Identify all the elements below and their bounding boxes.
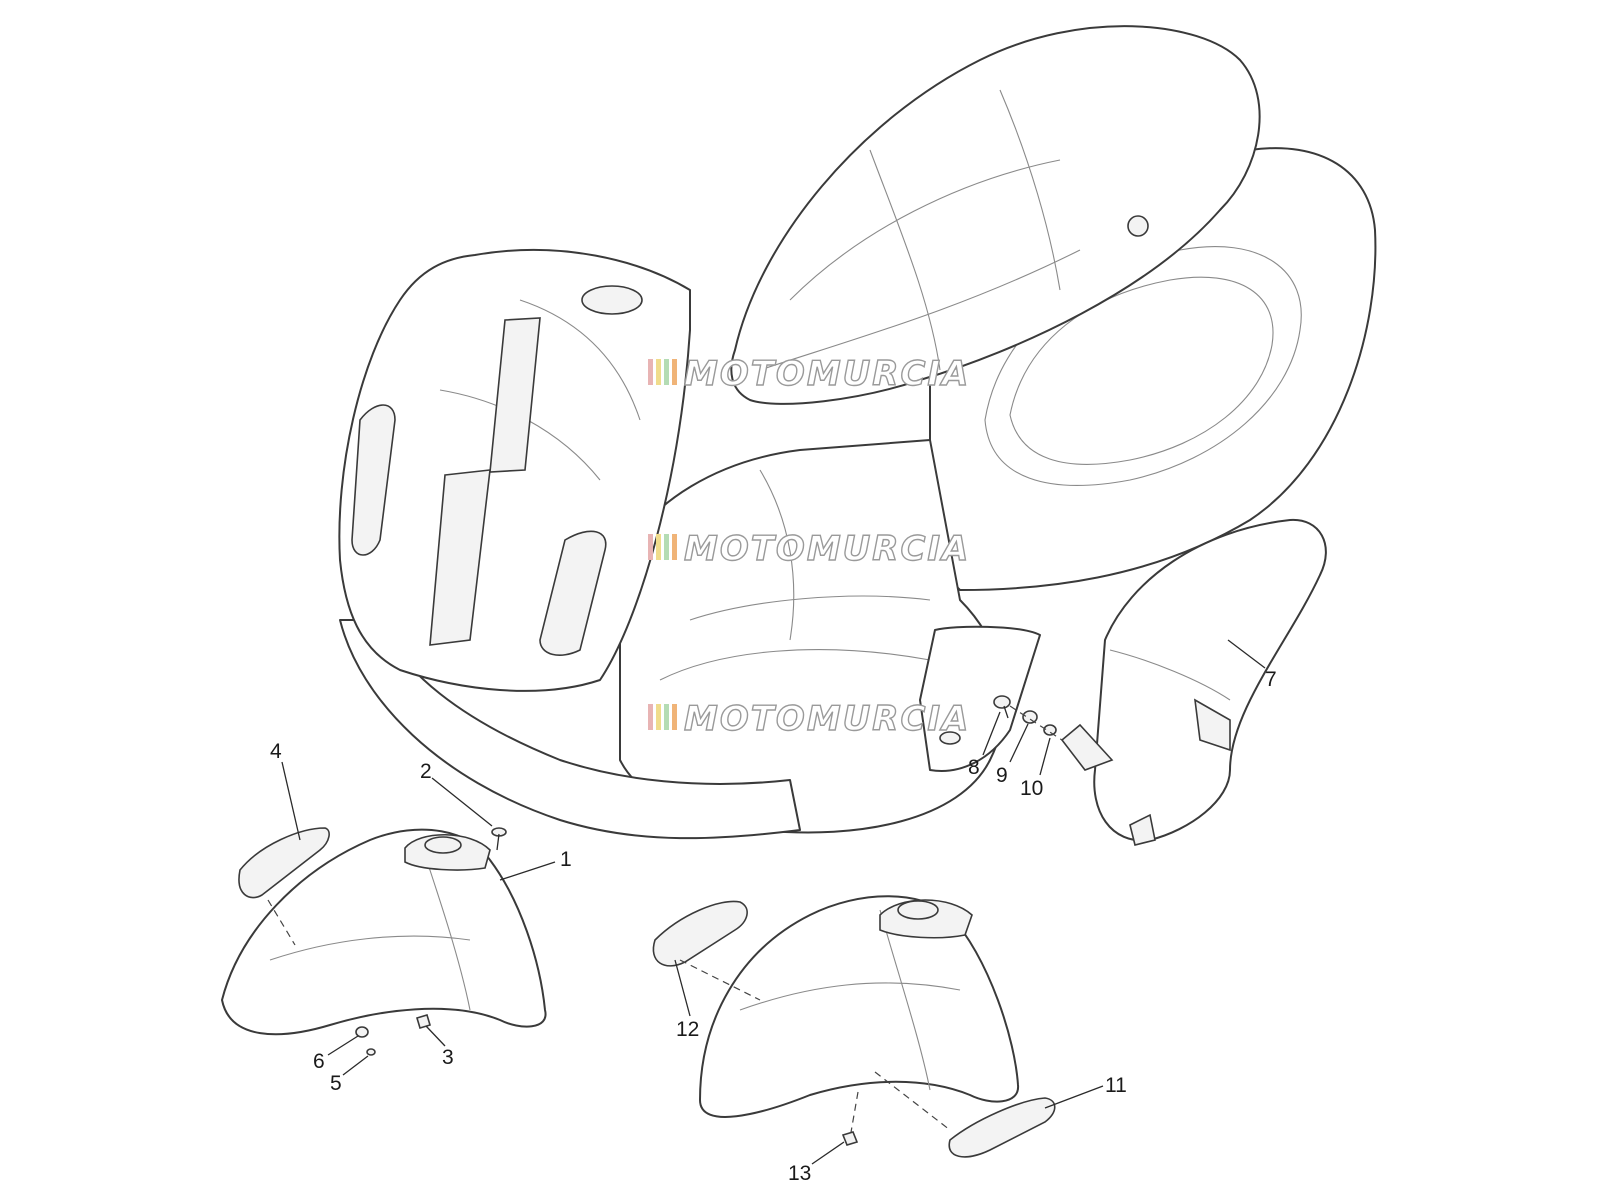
callout-1: 1 bbox=[560, 848, 572, 871]
watermark-stripe bbox=[648, 534, 653, 560]
watermark-2: MOTOMURCIA bbox=[648, 528, 970, 570]
callout-10: 10 bbox=[1020, 777, 1043, 800]
callout-labels: 1 2 3 4 5 6 7 8 9 10 11 12 13 bbox=[270, 668, 1277, 1185]
cover-guide-left bbox=[679, 959, 761, 1001]
mudguard-cover-right bbox=[948, 1097, 1056, 1158]
front-mudguard-hardware bbox=[355, 827, 507, 1056]
mudguard-insert bbox=[238, 827, 330, 899]
watermark-stripe bbox=[664, 359, 669, 385]
watermark-stripe bbox=[648, 704, 653, 730]
callout-11: 11 bbox=[1105, 1074, 1127, 1097]
watermark-stripe bbox=[656, 704, 661, 730]
callout-2: 2 bbox=[420, 760, 432, 783]
cover-guide-right bbox=[874, 1071, 951, 1131]
callout-13: 13 bbox=[788, 1162, 811, 1185]
callout-4: 4 bbox=[270, 740, 282, 763]
callout-9: 9 bbox=[996, 764, 1008, 787]
nut-guide bbox=[849, 1091, 859, 1139]
front-mudguard bbox=[221, 828, 547, 1036]
callout-leaders bbox=[281, 639, 1266, 1165]
watermark-3: MOTOMURCIA bbox=[648, 698, 970, 740]
callout-5: 5 bbox=[330, 1072, 342, 1095]
callout-7: 7 bbox=[1265, 668, 1277, 691]
callout-6: 6 bbox=[313, 1050, 325, 1073]
watermark-stripe bbox=[664, 534, 669, 560]
callout-8: 8 bbox=[968, 756, 980, 779]
watermark-stripe bbox=[664, 704, 669, 730]
watermark-stripe bbox=[656, 359, 661, 385]
mudguard-nut bbox=[841, 1131, 859, 1146]
scooter-body bbox=[338, 25, 1377, 840]
watermark-stripe bbox=[648, 359, 653, 385]
rear-mudguard-hardware bbox=[993, 695, 1063, 741]
watermark-1: MOTOMURCIA bbox=[648, 353, 970, 395]
rear-mudguard bbox=[1060, 518, 1327, 846]
mudguard-cover-left bbox=[652, 900, 748, 967]
watermark-text: MOTOMURCIA bbox=[684, 699, 970, 739]
watermark-stripe bbox=[672, 359, 677, 385]
insert-guide bbox=[267, 899, 296, 946]
watermark-stripe bbox=[672, 704, 677, 730]
callout-12: 12 bbox=[676, 1018, 699, 1041]
watermark-text: MOTOMURCIA bbox=[684, 354, 970, 394]
callout-3: 3 bbox=[442, 1046, 454, 1069]
watermark-text: MOTOMURCIA bbox=[684, 529, 970, 569]
watermark-stripe bbox=[656, 534, 661, 560]
watermark-stripe bbox=[672, 534, 677, 560]
front-mudguard-variant bbox=[699, 895, 1020, 1118]
